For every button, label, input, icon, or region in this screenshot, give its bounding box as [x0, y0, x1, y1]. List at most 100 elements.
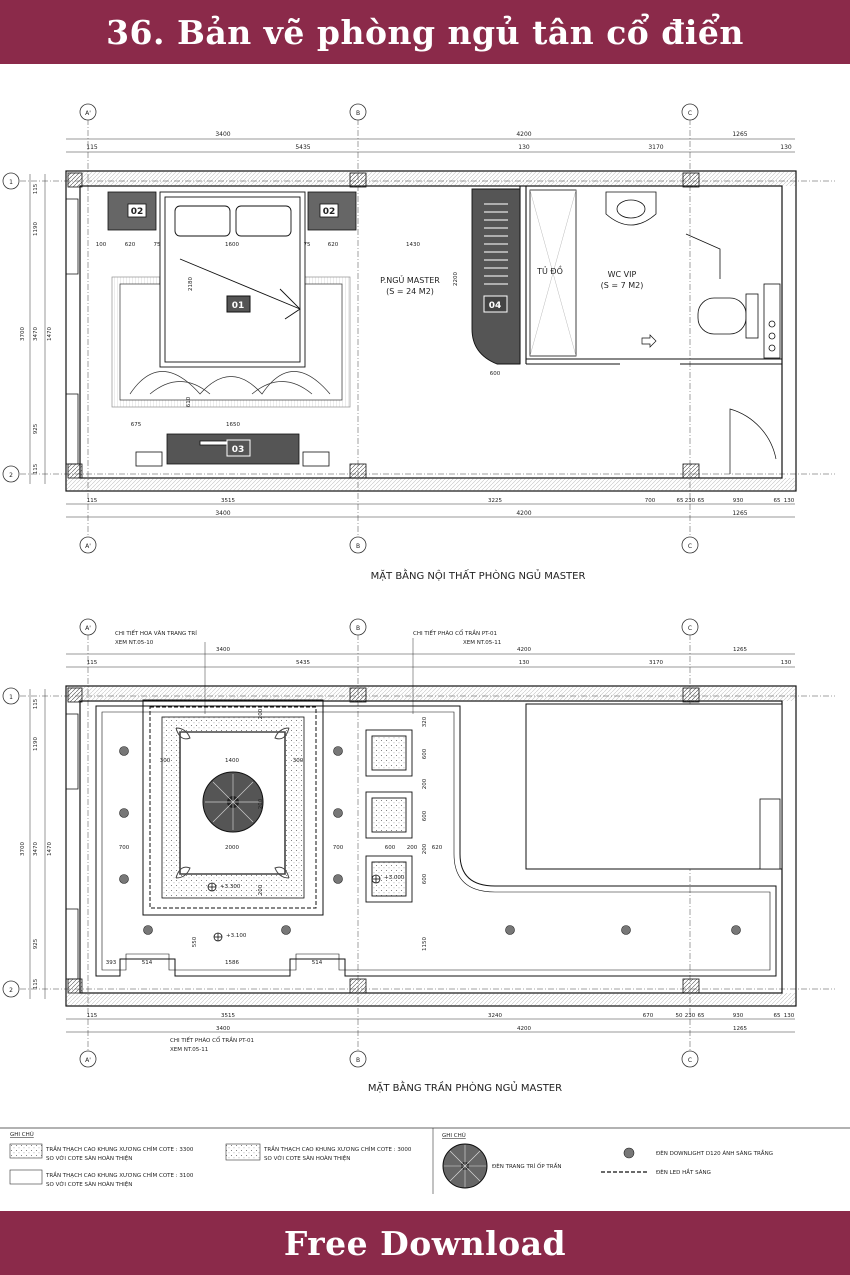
dim2-bottom-10: 130: [784, 1013, 795, 1019]
tray-outer: [142, 699, 324, 916]
legend-item3-line2: SO VỚI COTE SÀN HOÀN THIỆN: [46, 1180, 132, 1188]
note-pattern: CHI TIẾT HOA VĂN TRANG TRÍ: [115, 629, 197, 637]
bed-dim-3: 75: [154, 242, 161, 248]
level-marker-3000: [371, 874, 381, 884]
dim2-left-5: 1470: [47, 842, 53, 856]
dim-top-3: 1265: [732, 131, 747, 138]
closet-label: TỦ ĐỒ: [536, 264, 563, 276]
axis-a-top: A': [85, 110, 91, 117]
panel-dim-1: 600: [422, 748, 428, 759]
note-molding-bottom: CHI TIẾT PHÀO CỔ TRẦN PT-01: [170, 1036, 254, 1044]
grid-bubbles-2: [2, 618, 699, 1068]
dim2-left-6: 925: [33, 938, 39, 949]
axis-c-bottom: C: [688, 543, 692, 550]
bottom-inner-dim-1: 393: [106, 960, 117, 966]
axis-2-2: 2: [9, 987, 13, 994]
bottom-dimension-lines: [66, 503, 795, 518]
dim-bottom-12: 4200: [516, 510, 531, 517]
legend-lamp-label: ĐÈN TRANG TRÍ ỐP TRẦN: [492, 1162, 561, 1170]
dim2-top-1: 3400: [216, 647, 230, 653]
dim-left-5: 1470: [47, 327, 53, 341]
panel-dim-6: 200: [422, 843, 428, 854]
legend-led-label: ĐÈN LED HẮT SÁNG: [656, 1168, 711, 1176]
dim-left-7: 115: [33, 463, 39, 474]
panel-dim-4: 600: [422, 873, 428, 884]
dim2-left-7: 115: [33, 978, 39, 989]
legend-downlight-icon: [623, 1147, 635, 1159]
tray-dim-10: 200: [407, 845, 418, 851]
dim-top-6: 130: [518, 144, 530, 151]
tray-dim-6: 2000: [225, 845, 239, 851]
left-dimension-lines: [29, 174, 46, 484]
dim2-top-6: 130: [519, 660, 530, 666]
door-swing: [729, 408, 777, 474]
dim-bottom-8: 930: [733, 498, 744, 504]
note-pattern-ref: XEM NT.05-10: [115, 640, 154, 646]
tag-02-left: 02: [131, 207, 144, 217]
axis-b-bottom-2: B: [356, 1057, 360, 1064]
dim2-bottom-9: 65: [774, 1013, 781, 1019]
dim2-bottom-12: 4200: [517, 1026, 531, 1032]
tray-dim-1: 300: [160, 758, 171, 764]
tray-dim-4: 200: [258, 708, 264, 719]
download-label[interactable]: Free Download: [283, 1223, 567, 1263]
bed-dim-2: 620: [125, 242, 136, 248]
tray-dim-11: 620: [432, 845, 443, 851]
dim2-top-8: 130: [781, 660, 792, 666]
tag-03-box: [226, 439, 251, 457]
tag-04: 04: [489, 301, 502, 311]
dim2-bottom-5: 50: [676, 1013, 683, 1019]
bed-dim-7: 1430: [406, 242, 420, 248]
tray-dim-7: 700: [119, 845, 130, 851]
furniture-plan: A' B C A' B C 1 2 3400 4200 1265 115 543…: [2, 103, 835, 582]
plan1-caption: MẶT BẰNG NỘI THẤT PHÒNG NGỦ MASTER: [371, 568, 586, 582]
wc-ceiling: [525, 703, 783, 870]
axis-b-top: B: [356, 110, 360, 117]
ornament-corners: [175, 727, 290, 879]
dim2-bottom-11: 3400: [216, 1026, 230, 1032]
dim-left-1: 115: [33, 183, 39, 194]
room-area: (S = 24 M2): [386, 287, 434, 296]
legend-chandelier-icon: [442, 1143, 488, 1189]
console-dim-3: 610: [186, 396, 192, 407]
dim-bottom-10: 130: [784, 498, 795, 504]
legend-item2-line2: SO VỚI COTE SÀN HOÀN THIỆN: [264, 1154, 350, 1162]
dim2-bottom-3: 3240: [488, 1013, 502, 1019]
dim-bottom-13: 1265: [732, 510, 747, 517]
wardrobe-depth: 600: [490, 371, 501, 377]
tag-01: 01: [232, 301, 245, 311]
top-dimension-lines-2: [66, 653, 795, 668]
dim2-bottom-7: 65: [698, 1013, 705, 1019]
bed: [159, 191, 306, 368]
tag-04-box: [483, 295, 508, 313]
level-3300: +3.300: [220, 884, 241, 890]
chandelier-icon: [202, 771, 264, 833]
console-dim-2: 1650: [226, 422, 240, 428]
room-name: P.NGỦ MASTER: [380, 274, 440, 285]
bed-dim-4: 1600: [225, 242, 239, 248]
bottom-inner-dim-2: 514: [142, 960, 153, 966]
level-marker-3100: [213, 932, 223, 942]
dim2-left-2: 1190: [33, 737, 39, 751]
wall-bottom-hatch: [66, 478, 796, 491]
dim-top-5: 5435: [295, 144, 310, 151]
dim2-top-7: 3170: [649, 660, 663, 666]
dim2-left-4: 3470: [33, 842, 39, 856]
nightstand-right: [307, 191, 357, 231]
wc-area: (S = 7 M2): [601, 281, 644, 290]
bed-dim-5: 75: [304, 242, 311, 248]
dim2-top-5: 5435: [296, 660, 310, 666]
panel-dim-3: 600: [422, 810, 428, 821]
recessed-panels: [365, 729, 413, 903]
legend-item3-line1: TRẦN THẠCH CAO KHUNG XƯƠNG CHÌM COTE : 3…: [45, 1171, 194, 1179]
dim-bottom-4: 700: [645, 498, 656, 504]
legend-swatch-3100: [9, 1169, 43, 1185]
floor-plan-drawing: A' B C A' B C 1 2 3400 4200 1265 115 543…: [0, 103, 850, 1194]
panel-dim-8: 1150: [422, 937, 428, 951]
axis-a-bottom-2: A': [85, 1057, 91, 1064]
top-dimension-lines: [66, 138, 795, 153]
tray-dim-2: 1400: [225, 758, 239, 764]
bed-dim-1: 100: [96, 242, 107, 248]
dim-top-2: 4200: [516, 131, 531, 138]
axis-a-top-2: A': [85, 625, 91, 632]
